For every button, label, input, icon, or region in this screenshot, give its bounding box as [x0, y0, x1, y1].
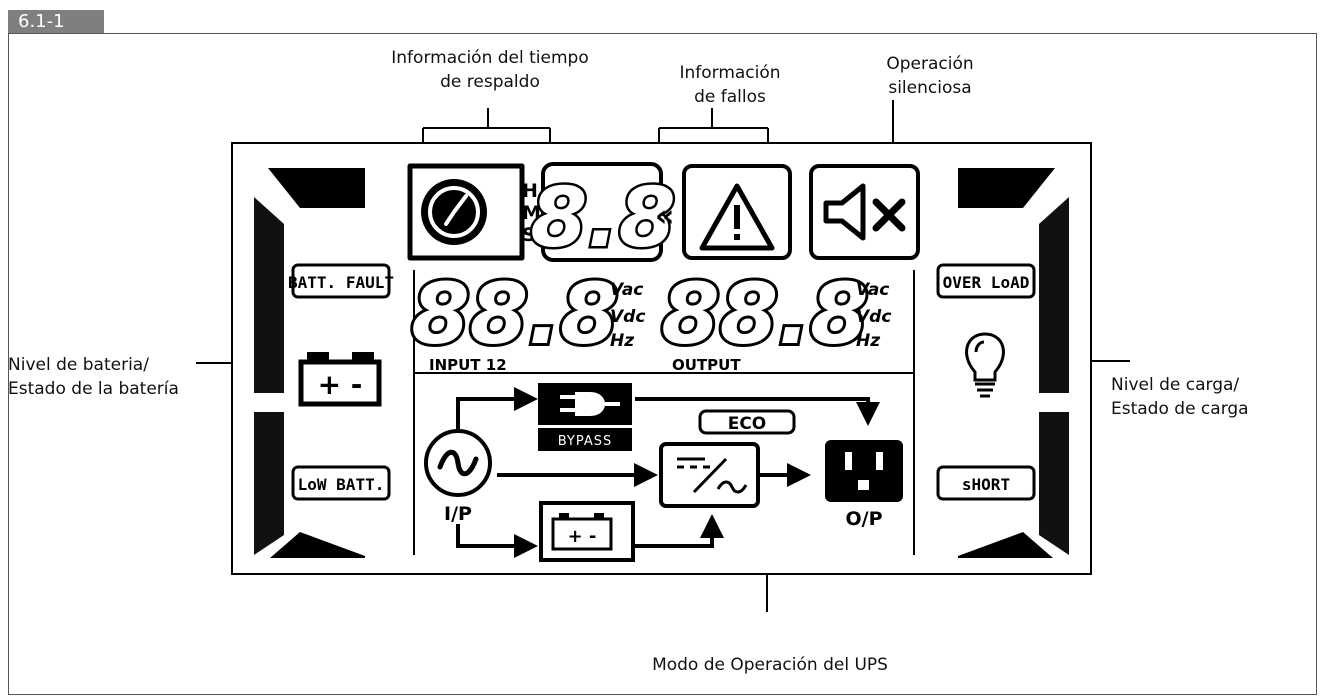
- eco-badge: ECO: [698, 409, 796, 435]
- svg-text:H: H: [522, 180, 538, 202]
- output-units: Vac Vdc Hz: [856, 280, 891, 351]
- input-units: Vac Vdc Hz: [610, 280, 645, 351]
- timer-box: [541, 162, 663, 262]
- callout-mode: Modo de Operación del UPS: [652, 655, 888, 675]
- svg-text:S: S: [522, 224, 536, 246]
- clock-icon: [407, 163, 525, 261]
- callout-fault-line1: Información: [679, 63, 781, 83]
- callout-mute-line1: Operación: [886, 54, 974, 74]
- load-level-bar: [958, 168, 1069, 558]
- svg-text:+ -: + -: [318, 368, 363, 401]
- outlet-icon: [825, 440, 903, 502]
- bulb-icon: [965, 332, 1005, 398]
- svg-text:Vdc: Vdc: [610, 307, 645, 327]
- svg-text:Hz: Hz: [856, 331, 880, 351]
- callout-backup-time-line1: Información del tiempo: [391, 48, 589, 68]
- svg-text:OVER LoAD: OVER LoAD: [943, 273, 1030, 292]
- low-batt-box: LoW BATT.: [291, 465, 391, 501]
- timer-digits: 8.8: [530, 171, 675, 266]
- battery-mode-icon: + -: [539, 501, 635, 562]
- callout-fault-line2: de fallos: [694, 87, 766, 107]
- svg-text:BATT. FAULT: BATT. FAULT: [288, 273, 394, 292]
- svg-text:LoW BATT.: LoW BATT.: [298, 475, 385, 494]
- svg-text:Vdc: Vdc: [856, 307, 891, 327]
- timer-units: H M S: [522, 180, 541, 246]
- callout-load-line1: Nivel de carga/: [1111, 375, 1240, 395]
- callout-backup-time-line2: de respaldo: [440, 72, 540, 92]
- ac-input-icon: [424, 429, 492, 497]
- short-box: sHORT: [936, 465, 1036, 501]
- svg-text:Vac: Vac: [856, 280, 889, 300]
- svg-text:Vac: Vac: [610, 280, 643, 300]
- callout-battery-line1: Nivel de bateria/: [8, 355, 149, 375]
- input-port-label: I/P: [444, 503, 472, 525]
- svg-text:+ -: + -: [568, 526, 597, 547]
- svg-text:M: M: [522, 202, 541, 224]
- svg-text:ECO: ECO: [728, 414, 767, 434]
- callout-load-line2: Estado de carga: [1111, 399, 1249, 419]
- chevron-left-icon: «: [655, 199, 674, 234]
- callout-mute-line2: silenciosa: [888, 78, 972, 98]
- mute-icon: [809, 164, 920, 260]
- battery-level-bar: [254, 168, 365, 558]
- bypass-icon: BYPASS: [538, 383, 632, 451]
- callout-battery-line2: Estado de la batería: [8, 379, 179, 399]
- battery-icon: + -: [298, 352, 382, 407]
- figure-tag: 6.1-1: [8, 10, 104, 34]
- svg-text:Hz: Hz: [610, 331, 634, 351]
- figure-frame: [8, 33, 1317, 695]
- output-label: OUTPUT: [672, 356, 741, 374]
- flow-lines: [456, 387, 880, 558]
- batt-fault-box: BATT. FAULT: [288, 263, 394, 299]
- warning-icon: [682, 164, 792, 260]
- input-label: INPUT 12: [429, 356, 507, 374]
- output-digits: 88.8: [661, 265, 868, 363]
- svg-text:sHORT: sHORT: [962, 475, 1010, 494]
- svg-text:BYPASS: BYPASS: [558, 434, 613, 449]
- overload-box: OVER LoAD: [936, 263, 1036, 299]
- inverter-icon: [659, 442, 760, 508]
- output-port-label: O/P: [845, 508, 882, 530]
- input-digits: 88.8: [411, 265, 618, 363]
